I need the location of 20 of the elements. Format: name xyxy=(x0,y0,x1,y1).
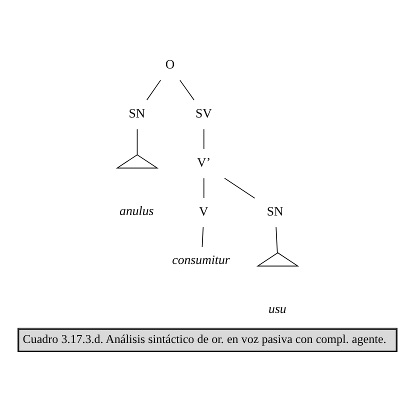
connector xyxy=(180,80,194,100)
connector xyxy=(146,80,162,100)
node-text: anulus xyxy=(120,204,154,218)
node-triangle xyxy=(116,154,159,168)
node-text: SN xyxy=(266,204,284,219)
node-text: O xyxy=(165,58,175,72)
node-text: V xyxy=(199,204,208,219)
node-text: usu xyxy=(268,302,286,316)
node-text: V’ xyxy=(197,156,211,170)
node-text: SN xyxy=(128,106,146,121)
connector xyxy=(224,178,256,199)
connector xyxy=(136,128,138,156)
node-triangle xyxy=(256,252,300,266)
connector xyxy=(202,226,204,248)
node-text: SV xyxy=(195,106,212,121)
connector xyxy=(203,178,204,198)
caption: Cuadro 3.17.3.d. Análisis sintáctico de or. en voz pasiva con compl. agente. xyxy=(22,332,386,346)
connector xyxy=(276,226,278,254)
connector xyxy=(203,128,204,150)
node-text: consumitur xyxy=(172,252,230,267)
